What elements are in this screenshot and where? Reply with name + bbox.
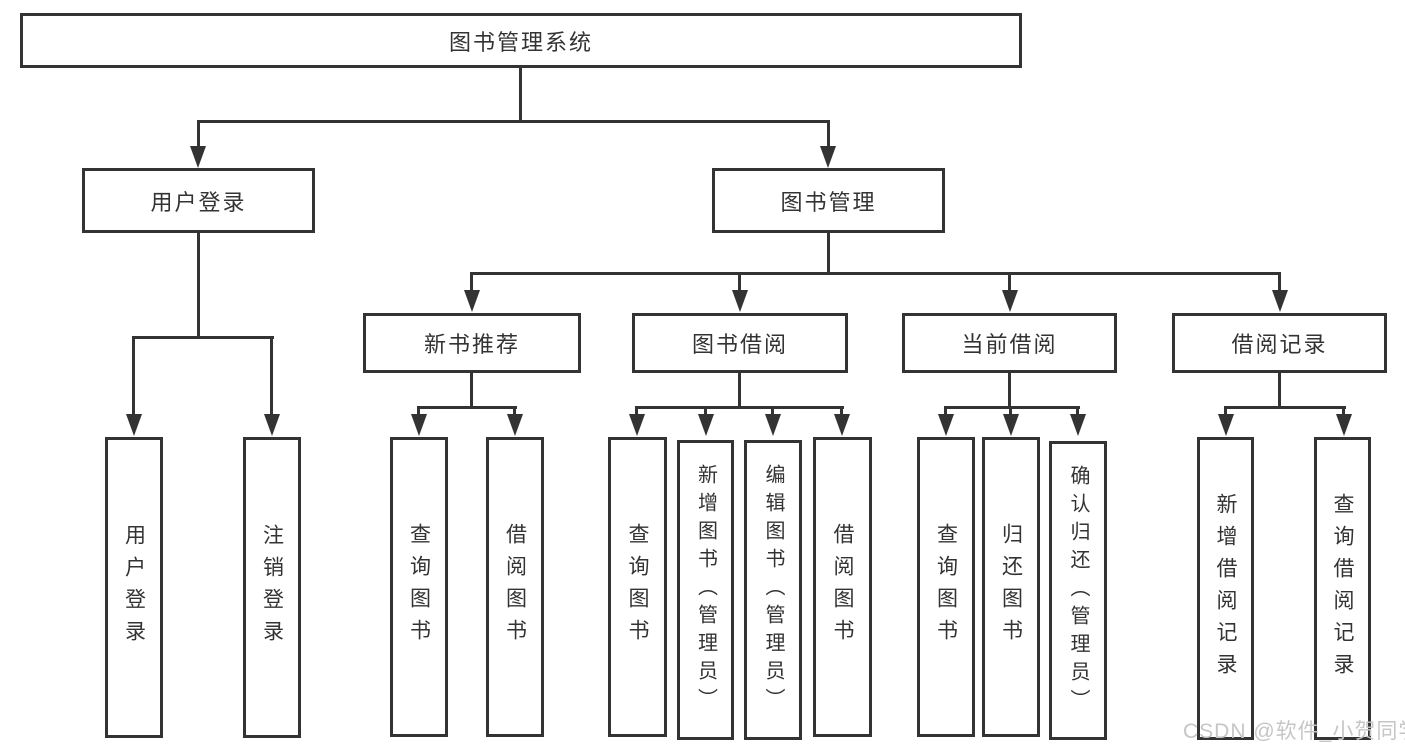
leaf-add-borrow-record: 新增借阅记录 — [1197, 437, 1254, 740]
edge-to-leaf-user-login — [132, 336, 135, 414]
edge-to-query-books-2 — [635, 406, 638, 414]
leaf-query-books-3: 查询图书 — [917, 437, 975, 737]
edge-to-book-management — [827, 120, 830, 148]
leaf-user-login-label: 用户登录 — [122, 523, 146, 652]
node-book-borrowing: 图书借阅 — [632, 313, 848, 373]
edge-to-edit-books — [771, 406, 774, 414]
leaf-user-login: 用户登录 — [105, 437, 163, 738]
leaf-query-books-1-label: 查询图书 — [407, 523, 431, 651]
arrowhead-leaf-user-login — [126, 414, 142, 436]
edge-new-book-stub — [470, 373, 473, 406]
arrowhead-query-books-3 — [938, 414, 954, 436]
edge-book-management-rail — [470, 272, 1281, 275]
node-borrowing-records-label: 借阅记录 — [1231, 332, 1328, 357]
leaf-query-books-1: 查询图书 — [390, 437, 448, 737]
arrowhead-confirm-return — [1070, 414, 1086, 436]
edge-to-new-book — [470, 272, 473, 290]
leaf-confirm-return-admin-label: 确认归还（管理员） — [1067, 464, 1089, 717]
leaf-borrow-books-1-label: 借阅图书 — [503, 523, 527, 651]
node-book-management: 图书管理 — [712, 168, 945, 233]
edge-borrowing-records-rail — [1224, 406, 1346, 409]
node-borrowing-records: 借阅记录 — [1172, 313, 1387, 373]
leaf-borrow-books-1: 借阅图书 — [486, 437, 544, 737]
edge-new-book-rail — [417, 406, 517, 409]
leaf-add-borrow-record-label: 新增借阅记录 — [1214, 492, 1237, 685]
arrowhead-current-borrowing — [1002, 290, 1018, 312]
node-book-borrowing-label: 图书借阅 — [691, 332, 788, 357]
leaf-add-books-admin: 新增图书（管理员） — [677, 440, 734, 740]
edge-borrowing-records-stub — [1278, 373, 1281, 406]
arrowhead-leaf-logout — [264, 414, 280, 436]
node-book-management-label: 图书管理 — [780, 189, 877, 215]
leaf-query-borrow-record: 查询借阅记录 — [1314, 437, 1371, 740]
leaf-edit-books-admin-label: 编辑图书（管理员） — [762, 464, 784, 716]
arrowhead-borrowing-records — [1272, 290, 1288, 312]
edge-root-stub — [519, 68, 522, 122]
edge-to-return-books — [1009, 406, 1012, 414]
leaf-logout-label: 注销登录 — [260, 523, 284, 652]
leaf-query-books-2: 查询图书 — [608, 437, 667, 737]
leaf-logout: 注销登录 — [243, 437, 301, 738]
edge-current-borrowing-rail — [944, 406, 1080, 409]
edge-to-book-borrowing — [738, 272, 741, 290]
edge-to-borrow-books-2 — [840, 406, 843, 414]
edge-book-management-stub — [827, 233, 830, 272]
node-user-login: 用户登录 — [82, 168, 315, 233]
leaf-query-books-3-label: 查询图书 — [934, 523, 958, 651]
node-library-system: 图书管理系统 — [20, 13, 1022, 68]
arrowhead-book-management — [820, 146, 836, 168]
arrowhead-query-books-1 — [411, 414, 427, 436]
node-new-book-recommendation: 新书推荐 — [363, 313, 581, 373]
edge-root-rail — [198, 120, 830, 123]
edge-current-borrowing-stub — [1008, 373, 1011, 406]
leaf-query-borrow-record-label: 查询借阅记录 — [1331, 492, 1354, 685]
leaf-return-books: 归还图书 — [982, 437, 1040, 737]
edge-to-add-books — [704, 406, 707, 414]
edge-to-leaf-logout — [270, 336, 273, 414]
edge-book-borrowing-rail — [635, 406, 844, 409]
node-current-borrowing: 当前借阅 — [902, 313, 1117, 373]
leaf-add-books-admin-label: 新增图书（管理员） — [694, 464, 717, 716]
arrowhead-edit-books — [765, 414, 781, 436]
edge-to-add-borrow-record — [1224, 406, 1227, 414]
arrowhead-return-books — [1003, 414, 1019, 436]
node-library-system-label: 图书管理系统 — [448, 29, 593, 55]
edge-user-login-stub — [197, 233, 200, 336]
edge-to-borrow-books-1 — [513, 406, 516, 414]
arrowhead-user-login — [190, 146, 206, 168]
arrowhead-query-books-2 — [629, 414, 645, 436]
edge-user-login-rail — [132, 336, 274, 339]
node-user-login-label: 用户登录 — [150, 189, 247, 215]
leaf-edit-books-admin: 编辑图书（管理员） — [744, 440, 802, 740]
edge-to-current-borrowing — [1008, 272, 1011, 290]
edge-book-borrowing-stub — [738, 373, 741, 406]
arrowhead-query-borrow-record — [1336, 414, 1352, 436]
node-new-book-recommendation-label: 新书推荐 — [423, 332, 520, 357]
edge-to-user-login — [197, 120, 200, 148]
edge-to-confirm-return — [1076, 406, 1079, 414]
arrowhead-borrow-books-2 — [834, 414, 850, 436]
arrowhead-borrow-books-1 — [507, 414, 523, 436]
arrowhead-new-book — [464, 290, 480, 312]
edge-to-query-borrow-record — [1342, 406, 1345, 414]
edge-to-query-books-3 — [944, 406, 947, 414]
arrowhead-book-borrowing — [732, 290, 748, 312]
leaf-borrow-books-2-label: 借阅图书 — [831, 523, 854, 651]
csdn-watermark: CSDN @软件_小贺同学 — [1183, 720, 1405, 743]
edge-to-borrowing-records — [1278, 272, 1281, 290]
arrowhead-add-borrow-record — [1218, 414, 1234, 436]
leaf-return-books-label: 归还图书 — [999, 523, 1023, 651]
arrowhead-add-books — [698, 414, 714, 436]
edge-to-query-books-1 — [417, 406, 420, 414]
leaf-borrow-books-2: 借阅图书 — [813, 437, 872, 737]
node-current-borrowing-label: 当前借阅 — [961, 332, 1058, 357]
leaf-query-books-2-label: 查询图书 — [626, 523, 649, 651]
leaf-confirm-return-admin: 确认归还（管理员） — [1049, 441, 1107, 740]
